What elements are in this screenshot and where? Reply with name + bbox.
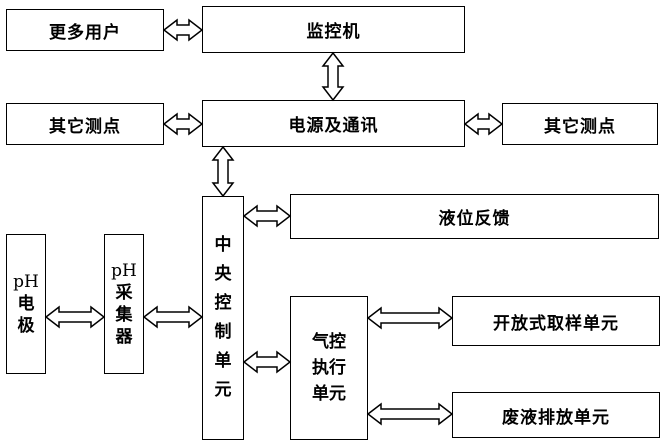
ph-electrode-label: 电 极 (17, 294, 35, 336)
central-control-box: 中 央 控 制 单 元 (202, 196, 244, 440)
pneumatic-exec-box: 气控 执行 单元 (290, 296, 368, 440)
level-feedback-label: 液位反馈 (438, 209, 511, 229)
arrow-users-monitor (162, 18, 204, 42)
arrow-power-right (463, 112, 504, 136)
arrow-power-cpu (211, 145, 235, 198)
arrow-collector-cpu (142, 305, 204, 329)
arrow-cpu-pneumatic (242, 350, 292, 374)
ph-electrode-prefix: pH (13, 272, 39, 292)
more-users-label: 更多用户 (49, 22, 121, 43)
other-points-left-label: 其它测点 (49, 116, 121, 137)
open-sampling-label: 开放式取样单元 (493, 313, 619, 334)
level-feedback-box: 液位反馈 (290, 194, 659, 239)
power-comm-box: 电源及通讯 (202, 100, 465, 147)
ph-collector-prefix: pH (111, 261, 137, 281)
more-users-box: 更多用户 (6, 9, 164, 51)
waste-discharge-label: 废液排放单元 (502, 407, 610, 428)
arrow-left-power (162, 112, 204, 136)
arrow-electrode-collector (44, 305, 106, 329)
other-points-left-box: 其它测点 (6, 103, 164, 145)
waste-discharge-box: 废液排放单元 (452, 392, 660, 438)
open-sampling-box: 开放式取样单元 (452, 296, 660, 346)
arrow-cpu-level (242, 204, 292, 228)
ph-electrode-box: pH 电 极 (6, 234, 46, 374)
arrow-pneumatic-sampling (366, 306, 454, 330)
power-comm-label: 电源及通讯 (288, 116, 379, 136)
central-control-label: 中 央 控 制 单 元 (214, 235, 232, 400)
ph-collector-label: 采 集 器 (115, 283, 133, 347)
other-points-right-box: 其它测点 (502, 103, 658, 145)
arrow-pneumatic-waste (366, 402, 454, 426)
ph-collector-box: pH 采 集 器 (104, 234, 144, 374)
arrow-monitor-power (321, 51, 345, 102)
pneumatic-exec-label: 气控 执行 单元 (312, 332, 346, 404)
other-points-right-label: 其它测点 (544, 116, 616, 137)
monitor-label: 监控机 (306, 22, 361, 42)
